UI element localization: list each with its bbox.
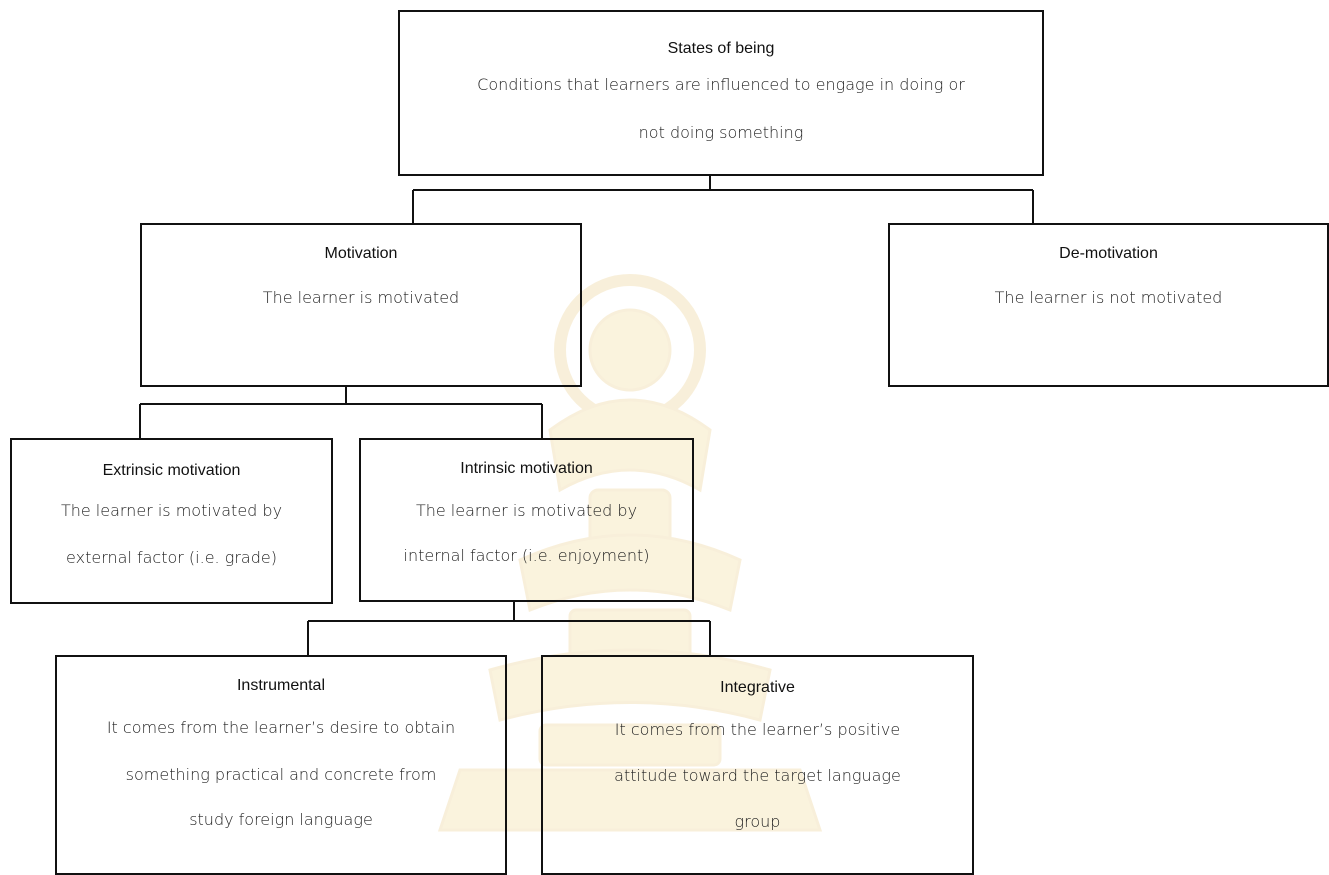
- integrative-title: Integrative: [720, 679, 795, 696]
- instrumental-desc-line-2: something practical and concrete from: [125, 765, 437, 784]
- instrumental-desc-line-3: study foreign language: [189, 810, 373, 829]
- integrative-box: Integrative It comes from the learner’s …: [541, 655, 974, 875]
- extrinsic-motivation-desc-line-2: external factor (i.e. grade): [66, 548, 277, 567]
- demotivation-box: De-motivation The learner is not motivat…: [888, 223, 1329, 387]
- extrinsic-motivation-desc-line-1: The learner is motivated by: [60, 501, 283, 520]
- intrinsic-motivation-desc-line-1: The learner is motivated by: [415, 501, 638, 520]
- motivation-title: Motivation: [324, 245, 398, 262]
- demotivation-title: De-motivation: [1059, 245, 1158, 262]
- instrumental-title: Instrumental: [236, 677, 326, 694]
- intrinsic-motivation-desc-line-2: internal factor (i.e. enjoyment): [403, 546, 650, 565]
- intrinsic-motivation-box: Intrinsic motivation The learner is moti…: [359, 438, 694, 602]
- demotivation-desc: The learner is not motivated: [994, 288, 1223, 307]
- instrumental-desc-line-1: It comes from the learner’s desire to ob…: [106, 718, 456, 737]
- instrumental-box: Instrumental It comes from the learner’s…: [55, 655, 507, 875]
- motivation-box: Motivation The learner is motivated: [140, 223, 582, 387]
- extrinsic-motivation-title: Extrinsic motivation: [102, 462, 241, 479]
- integrative-desc-line-2: attitude toward the target language: [614, 766, 901, 785]
- states-of-being-desc-line-1: Conditions that learners are influenced …: [477, 75, 965, 94]
- states-of-being-box: States of being Conditions that learners…: [398, 10, 1044, 176]
- states-of-being-desc-line-2: not doing something: [638, 123, 804, 142]
- integrative-desc-line-3: group: [734, 812, 781, 831]
- integrative-desc-line-1: It comes from the learner’s positive: [614, 720, 901, 739]
- extrinsic-motivation-box: Extrinsic motivation The learner is moti…: [10, 438, 333, 604]
- intrinsic-motivation-title: Intrinsic motivation: [460, 460, 593, 477]
- states-of-being-title: States of being: [667, 40, 775, 57]
- motivation-desc: The learner is motivated: [262, 288, 460, 307]
